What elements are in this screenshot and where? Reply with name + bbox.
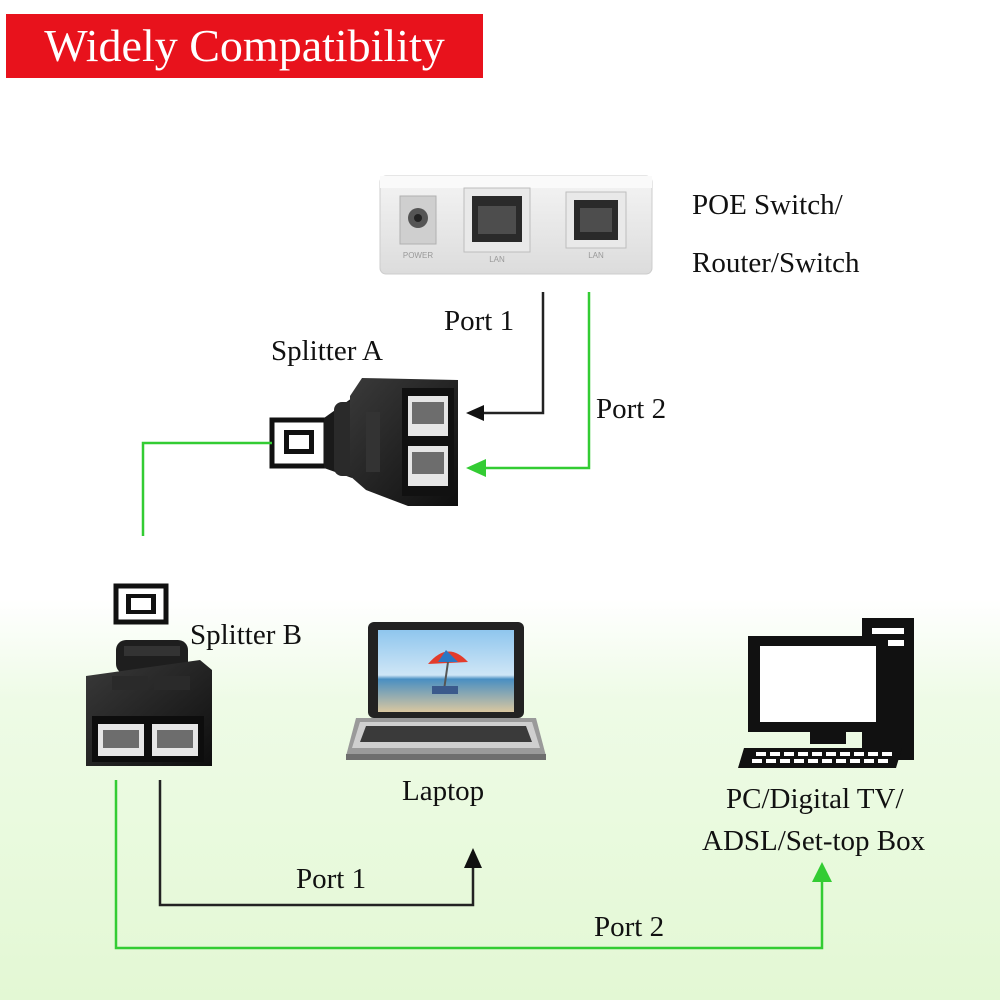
- svg-text:POWER: POWER: [403, 251, 433, 260]
- connection-port1-splitter-b-to-laptop: [158, 780, 475, 907]
- splitter-b-label: Splitter B: [190, 619, 302, 651]
- arrow-icon: [812, 862, 832, 882]
- arrow-icon: [464, 848, 482, 868]
- svg-text:LAN: LAN: [489, 255, 505, 264]
- top-port2-label: Port 2: [596, 393, 667, 425]
- desktop-computer-icon: [738, 618, 914, 768]
- bottom-port1-label: Port 1: [296, 863, 367, 895]
- router-label-line1: POE Switch/: [692, 189, 843, 221]
- router-label-line2: Router/Switch: [692, 247, 860, 279]
- connection-port2-splitter-b-to-pc: [114, 780, 824, 950]
- top-port1-label: Port 1: [444, 305, 515, 337]
- pc-label-line2: ADSL/Set-top Box: [702, 825, 926, 857]
- laptop-icon: [346, 622, 546, 760]
- connection-port1-router-to-splitter-a: [480, 292, 545, 415]
- pc-label-line1: PC/Digital TV/: [726, 783, 904, 815]
- router-icon: POWER LAN LAN: [379, 175, 653, 275]
- laptop-label: Laptop: [402, 775, 485, 807]
- arrow-icon: [466, 459, 486, 477]
- splitter-b-icon: [86, 583, 212, 766]
- connection-port2-router-to-splitter-a: [482, 292, 591, 470]
- bottom-port2-label: Port 2: [594, 911, 665, 943]
- arrow-icon: [466, 405, 484, 421]
- connection-splitter-a-to-splitter-b: [141, 441, 272, 536]
- svg-text:LAN: LAN: [588, 251, 604, 260]
- splitter-a-label: Splitter A: [271, 335, 383, 367]
- splitter-a-icon: [269, 378, 458, 506]
- title-banner: Widely Compatibility: [6, 14, 483, 78]
